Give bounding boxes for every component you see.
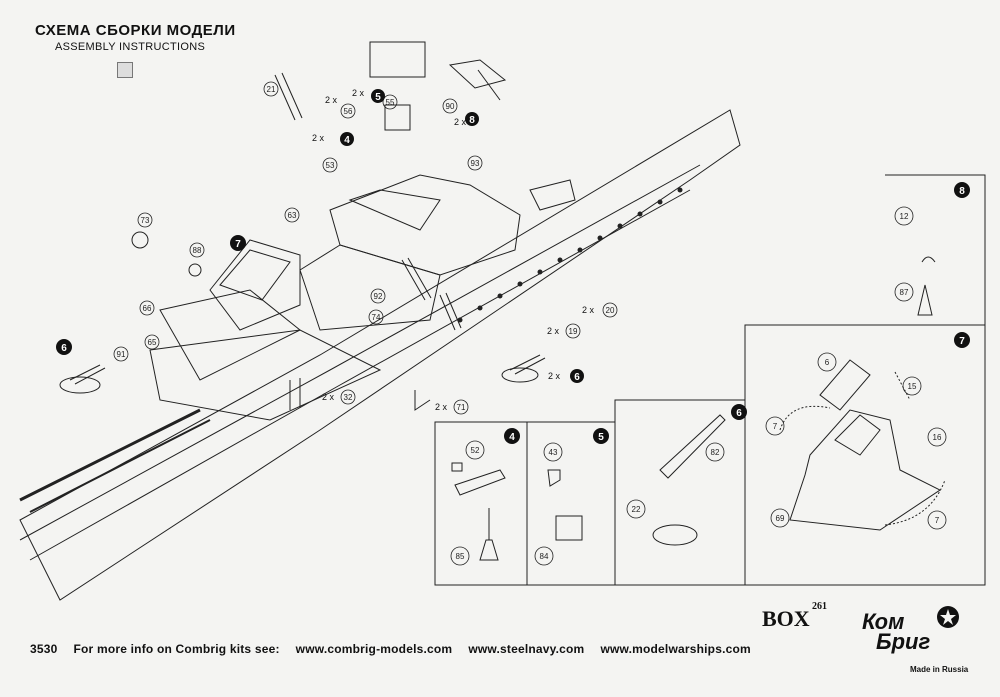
multiplier-label: 2 x <box>435 402 448 412</box>
site-link-combrig[interactable]: www.combrig-models.com <box>295 642 453 656</box>
callout-main: 73 <box>141 216 150 225</box>
step-ref-4: 4 <box>344 135 350 146</box>
callout-main: 66 <box>143 304 152 313</box>
step-ref-7: 7 <box>235 239 241 250</box>
callout-main: 74 <box>372 313 381 322</box>
step-ref-8: 8 <box>469 115 475 126</box>
callout-main: 92 <box>374 292 383 301</box>
step-badge-4: 4 <box>509 432 515 443</box>
callout-step7: 7 <box>773 422 778 431</box>
box-number: 261 <box>812 601 827 612</box>
callout-step5: 43 <box>549 448 558 457</box>
callout-step7: 16 <box>933 433 942 442</box>
callout-main: 56 <box>344 107 353 116</box>
callout-step4: 85 <box>456 552 465 561</box>
callout-step7: 69 <box>776 514 785 523</box>
info-text: For more info on Combrig kits see: <box>73 642 280 656</box>
funnel <box>209 239 301 331</box>
corner-mark-icon <box>117 62 133 78</box>
box-step7 <box>744 324 986 586</box>
callout-small: 32 <box>344 393 353 402</box>
callout-step6: 82 <box>711 448 720 457</box>
multiplier-label: 2 x <box>322 392 335 402</box>
callout-main: 65 <box>148 338 157 347</box>
hull-deck-edge <box>19 164 701 541</box>
bridge-deck <box>329 174 521 276</box>
callout-step8: 12 <box>900 212 909 221</box>
box-step45 <box>434 421 616 586</box>
callout-step6: 22 <box>632 505 641 514</box>
callout-main: 90 <box>446 102 455 111</box>
multiplier-label: 2 x <box>548 371 561 381</box>
step-ref-5: 5 <box>375 92 381 103</box>
callout-main: 55 <box>386 98 395 107</box>
brand-star-icon <box>937 606 959 628</box>
callout-small: 71 <box>457 403 466 412</box>
title-english: ASSEMBLY INSTRUCTIONS <box>55 41 206 53</box>
step-badge-6: 6 <box>736 408 742 419</box>
callout-main: 93 <box>471 159 480 168</box>
multiplier-label: 2 x <box>352 88 365 98</box>
hull-outline <box>19 109 741 601</box>
callout-main: 88 <box>193 246 202 255</box>
site-link-modelwarships[interactable]: www.modelwarships.com <box>600 642 751 656</box>
multiplier-label: 2 x <box>582 305 595 315</box>
box-step6 <box>614 399 746 586</box>
box-step8 <box>885 174 986 326</box>
title-russian: СХЕМА СБОРКИ МОДЕЛИ <box>35 22 236 39</box>
callout-main: 21 <box>267 85 276 94</box>
callout-main: 63 <box>288 211 297 220</box>
callout-main: 91 <box>117 350 126 359</box>
multiplier-label: 2 x <box>547 326 560 336</box>
multiplier-label: 2 x <box>312 133 325 143</box>
callout-step7: 7 <box>935 516 940 525</box>
callout-step8: 87 <box>900 288 909 297</box>
callout-step7: 6 <box>825 358 830 367</box>
step-ref-6: 6 <box>574 372 580 383</box>
made-in-label: Made in Russia <box>910 665 969 674</box>
multiplier-label: 2 x <box>325 95 338 105</box>
callout-main: 53 <box>326 161 335 170</box>
callout-small: 20 <box>606 306 615 315</box>
brand-logo-line2: Бриг <box>876 629 931 654</box>
step-badge-7: 7 <box>959 336 965 347</box>
kit-number: 3530 <box>30 642 58 656</box>
brand-logo: Ком Бриг <box>862 609 931 654</box>
multiplier-label: 2 x <box>454 117 467 127</box>
footer-links: 3530 For more info on Combrig kits see: … <box>30 642 751 656</box>
callout-step5: 84 <box>540 552 549 561</box>
callout-step4: 52 <box>471 446 480 455</box>
brand-logo-line1: Ком <box>862 609 905 634</box>
step-ref-6: 6 <box>61 343 67 354</box>
site-link-steelnavy[interactable]: www.steelnavy.com <box>468 642 585 656</box>
step-badge-8: 8 <box>959 186 965 197</box>
callout-step7: 15 <box>908 382 917 391</box>
callout-small: 19 <box>569 327 578 336</box>
step-badge-5: 5 <box>598 432 604 443</box>
box-logo: BOX <box>762 606 810 631</box>
